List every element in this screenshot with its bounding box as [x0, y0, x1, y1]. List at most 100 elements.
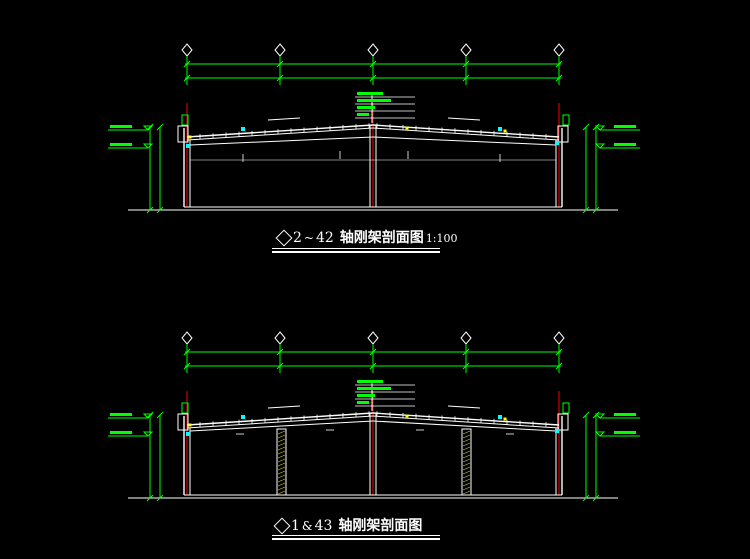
dimension-tick [146, 206, 154, 214]
axis-diamond-icon [273, 517, 291, 534]
axis-marker-icon [181, 43, 193, 57]
column-hatch [277, 470, 286, 475]
bolt-marker [188, 135, 192, 139]
dimension-tick [276, 74, 284, 82]
roof-rafter-right-top [372, 412, 560, 426]
dimension-tick [462, 74, 470, 82]
elevation-symbol-icon [142, 413, 154, 419]
dimension-tick [582, 123, 590, 131]
dimension-tick [462, 60, 470, 68]
title-scale: 1:100 [425, 232, 458, 245]
connection-marker [555, 429, 559, 433]
title-axis-start: 1 [291, 518, 300, 534]
elevation-symbol-icon [142, 431, 154, 437]
connection-marker [498, 415, 502, 419]
title-underline-thick [272, 538, 440, 540]
connection-marker [186, 144, 190, 148]
column-hatch [462, 446, 471, 451]
gutter-left [177, 413, 189, 431]
title-axis-end: 43 [314, 518, 333, 534]
axis-marker-icon [181, 331, 193, 345]
elevation-symbol-icon [594, 413, 606, 419]
elevation-symbol-icon [594, 143, 606, 149]
title-axis-start: 2 [293, 230, 302, 246]
gutter-right [557, 125, 569, 143]
column-hatch [462, 450, 471, 455]
column-hatch [462, 466, 471, 471]
bolt-marker [188, 423, 192, 427]
dimension-tick [369, 60, 377, 68]
dimension-tick [156, 123, 164, 131]
dimension-tick [276, 348, 284, 356]
elevation-label [614, 431, 636, 434]
roof-slope-label [447, 117, 481, 121]
title-underline [272, 248, 440, 249]
column-hatch [277, 450, 286, 455]
column-hatch [277, 438, 286, 443]
roof-rafter-right-top [372, 124, 560, 138]
dimension-tick [183, 60, 191, 68]
title-underline-thick [272, 251, 440, 253]
column-hatch [277, 474, 286, 479]
column-hatch [277, 458, 286, 463]
roof-slope-label [447, 405, 481, 409]
annotation-text [357, 401, 369, 404]
dimension-tick [156, 206, 164, 214]
dimension-tick [582, 411, 590, 419]
dimension-tick [369, 74, 377, 82]
column-hatch [462, 442, 471, 447]
dimension-tick [183, 362, 191, 370]
connection-marker [498, 127, 502, 131]
elevation-label [614, 413, 636, 416]
roof-slope-label [267, 117, 301, 121]
axis-marker-icon [553, 43, 565, 57]
elevation-symbol-icon [594, 431, 606, 437]
column-hatch [277, 486, 286, 491]
dimension-tick [555, 60, 563, 68]
annotation-text [357, 380, 383, 383]
bottom-chord-right [372, 136, 557, 146]
dimension-tick [369, 362, 377, 370]
dimension-tick [555, 362, 563, 370]
axis-marker-icon [367, 331, 379, 345]
annotation-text [357, 113, 369, 116]
dimension-tick [276, 60, 284, 68]
dimension-tick [156, 494, 164, 502]
axis-marker-icon [553, 331, 565, 345]
column-hatch [462, 470, 471, 475]
roof-rafter-right-bottom [372, 415, 560, 429]
elevation-label [614, 125, 636, 128]
dimension-tick [592, 206, 600, 214]
column-hatch [277, 434, 286, 439]
dimension-tick [156, 411, 164, 419]
bottom-chord-right [372, 420, 557, 432]
elevation-label [110, 431, 132, 434]
column-hatch [277, 478, 286, 483]
title-separator: & [301, 519, 313, 533]
annotation-text [357, 99, 391, 102]
elevation-symbol-icon [142, 125, 154, 131]
dimension-tick [146, 494, 154, 502]
roof-rafter-left-bottom [186, 415, 374, 429]
elevation-symbol-icon [594, 125, 606, 131]
gutter-left [177, 125, 189, 143]
dimension-tick [276, 362, 284, 370]
column-hatch [462, 454, 471, 459]
dimension-tick [369, 348, 377, 356]
column-hatch [462, 462, 471, 467]
connection-marker [555, 141, 559, 145]
dimension-tick [462, 362, 470, 370]
annotation-text [357, 106, 375, 109]
elevation-label [110, 125, 132, 128]
column-hatch [462, 458, 471, 463]
title-underline [272, 535, 440, 536]
column-hatch [277, 446, 286, 451]
roof-rafter-left-top [186, 124, 374, 138]
connection-marker [186, 432, 190, 436]
bolt-marker [405, 414, 409, 418]
bolt-marker [503, 417, 507, 421]
axis-marker-icon [274, 43, 286, 57]
elevation-label [614, 143, 636, 146]
column-hatch [462, 474, 471, 479]
